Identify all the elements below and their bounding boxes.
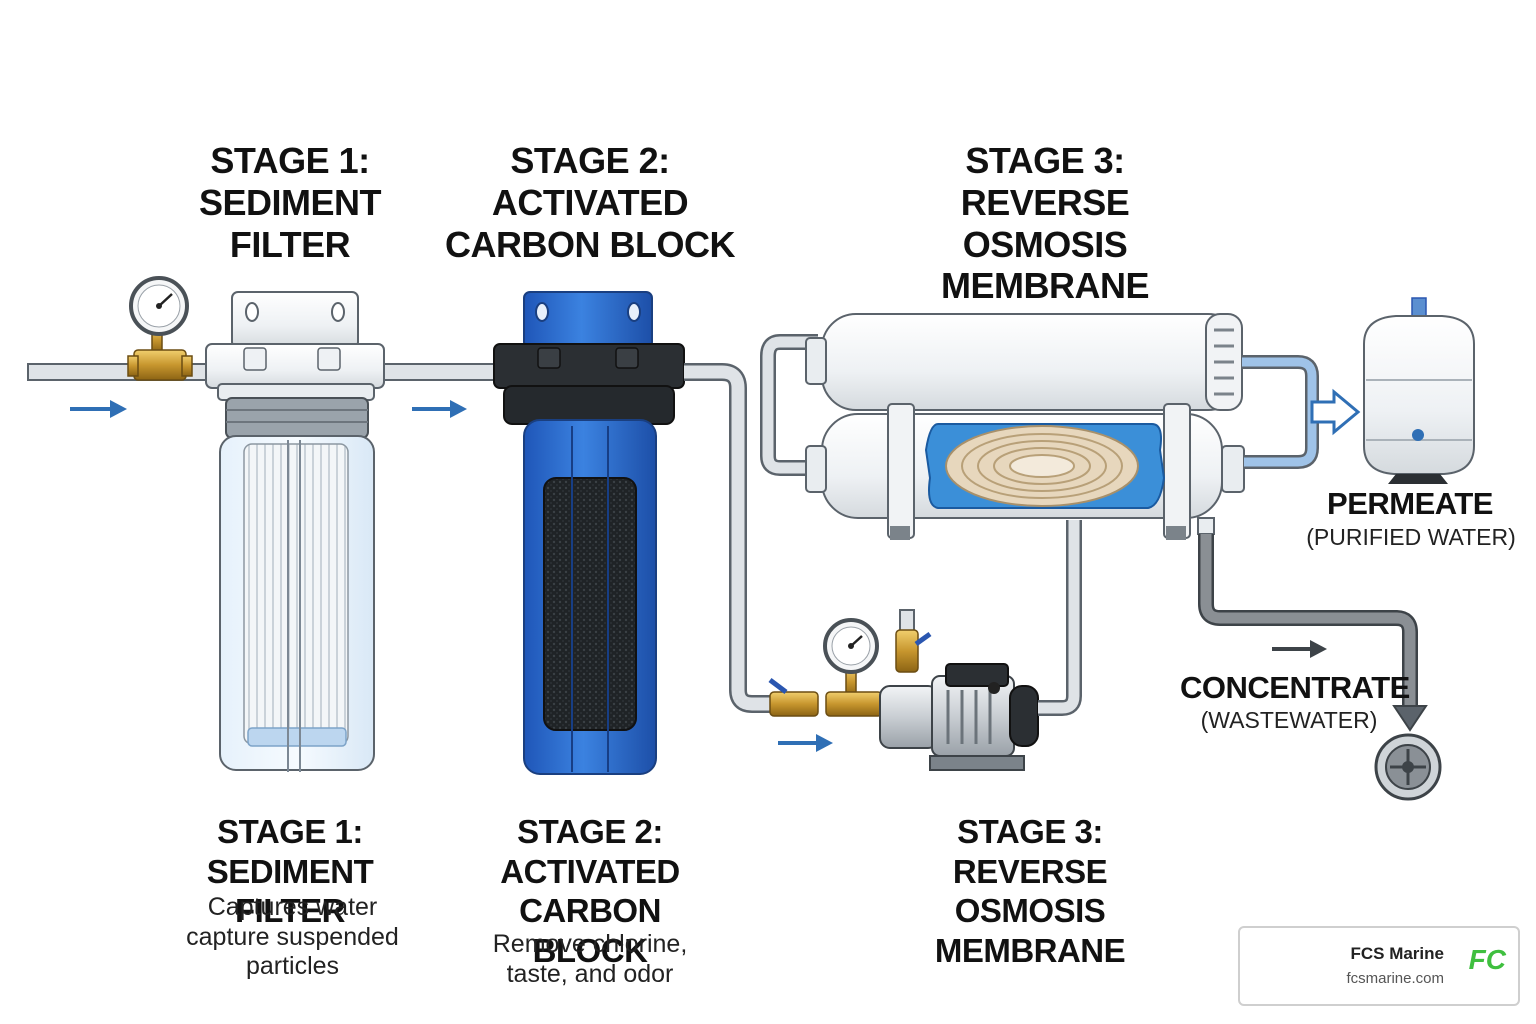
brand-url[interactable]: fcsmarine.com: [1346, 970, 1444, 987]
flow-arrow-icon: [778, 734, 833, 752]
brand-badge[interactable]: FCS Marine fcsmarine.com FC: [1238, 926, 1520, 1006]
carbon-block-housing: [494, 292, 684, 774]
permeate-line: [1242, 362, 1312, 462]
stage2-top-label: STAGE 2: ACTIVATED CARBON BLOCK: [440, 140, 740, 265]
stage1-top-label: STAGE 1: SEDIMENT FILTER: [170, 140, 410, 265]
pump-icon: [880, 664, 1038, 770]
pressure-gauge-icon: [131, 278, 187, 352]
stage1-top-line3: FILTER: [170, 224, 410, 266]
stage1-desc-line1: Captures water: [160, 893, 425, 923]
stage2-top-line3: CARBON BLOCK: [440, 224, 740, 266]
stage1-top-line2: SEDIMENT: [170, 182, 410, 224]
brass-tee-fitting: [128, 350, 192, 380]
drain-icon: [1376, 735, 1440, 799]
stage2-bottom-line1: STAGE 2:: [460, 812, 720, 852]
flow-arrow-icon: [412, 400, 467, 418]
stage2-description: Remove chlorine, taste, and odor: [465, 930, 715, 989]
stage3-bottom-label: STAGE 3: REVERSE OSMOSIS MEMBRANE: [875, 812, 1185, 970]
stage1-description: Captures water capture suspended particl…: [160, 893, 425, 982]
valve-icon: [770, 680, 818, 716]
tank-icon: [1364, 298, 1474, 484]
stage3-top-line2: REVERSE OSMOSIS: [880, 182, 1210, 266]
pressure-gauge-icon: [825, 620, 882, 716]
stage2-top-line2: ACTIVATED: [440, 182, 740, 224]
concentrate-label: CONCENTRATE: [1180, 670, 1398, 706]
sediment-filter-housing: [206, 292, 384, 772]
flow-arrow-icon: [70, 400, 127, 418]
stage3-top-line3: MEMBRANE: [880, 265, 1210, 307]
valve-icon: [896, 610, 930, 672]
stage1-bottom-line1: STAGE 1:: [150, 812, 430, 852]
stage3-bottom-line1: STAGE 3:: [875, 812, 1185, 852]
pipe-stage1-to-stage2: [384, 364, 496, 380]
stage2-desc-line2: taste, and odor: [465, 960, 715, 990]
stage2-desc-line1: Remove chlorine,: [465, 930, 715, 960]
brand-logo-icon: FC: [1469, 944, 1506, 976]
ro-membrane-housing: [768, 314, 1244, 540]
stage2-bottom-line2: ACTIVATED: [460, 852, 720, 892]
stage2-top-line1: STAGE 2:: [440, 140, 740, 182]
permeate-sublabel: (PURIFIED WATER): [1306, 524, 1516, 551]
stage3-top-label: STAGE 3: REVERSE OSMOSIS MEMBRANE: [880, 140, 1210, 307]
stage3-top-line1: STAGE 3:: [880, 140, 1210, 182]
stage3-bottom-line3: MEMBRANE: [875, 931, 1185, 971]
stage1-top-line1: STAGE 1:: [170, 140, 410, 182]
stage3-bottom-line2: REVERSE OSMOSIS: [875, 852, 1185, 931]
flow-arrow-icon: [1272, 640, 1327, 658]
concentrate-sublabel: (WASTEWATER): [1180, 707, 1398, 734]
permeate-label: PERMEATE: [1320, 486, 1500, 522]
stage1-desc-line3: particles: [160, 952, 425, 982]
stage1-desc-line2: capture suspended: [160, 923, 425, 953]
brand-name: FCS Marine: [1350, 944, 1444, 964]
pipe-pump-to-membrane: [1038, 520, 1074, 708]
